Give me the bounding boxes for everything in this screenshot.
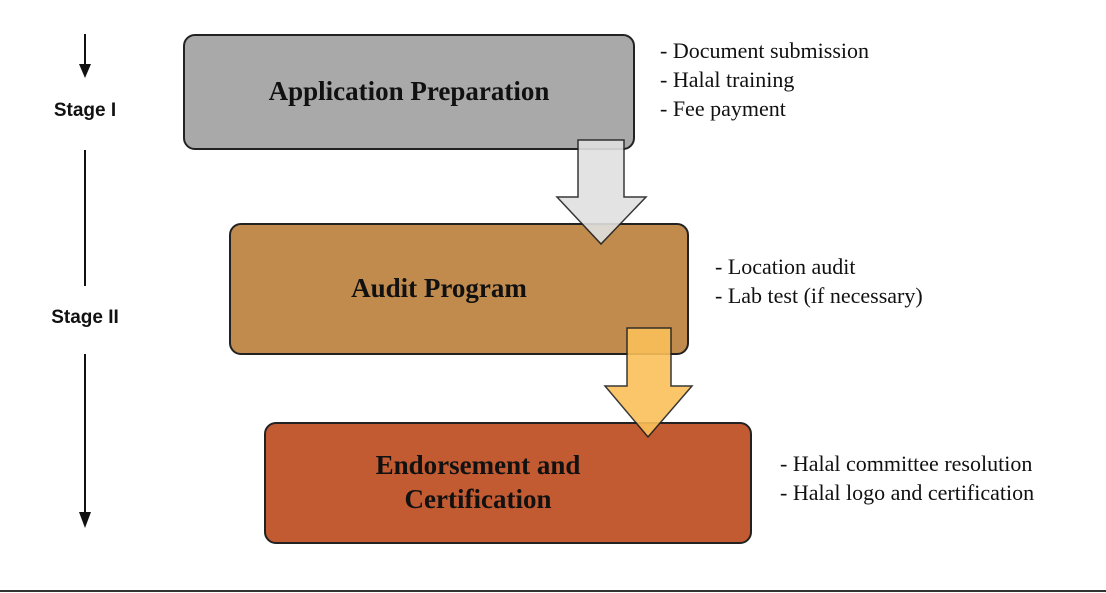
note-fee-payment: - Fee payment bbox=[660, 96, 786, 121]
timeline-arrowhead-top bbox=[79, 64, 91, 78]
bottom-rule bbox=[0, 590, 1106, 592]
note-lab-test: - Lab test (if necessary) bbox=[715, 283, 923, 308]
endorsement-title-line-2: Certification bbox=[404, 484, 552, 514]
stage-1-label: Stage I bbox=[53, 100, 117, 121]
endorsement-certification-box: Endorsement and Certification bbox=[264, 422, 752, 544]
note-halal-logo-certification: - Halal logo and certification bbox=[780, 480, 1035, 505]
audit-program-box: Audit Program bbox=[229, 223, 689, 355]
audit-program-notes: - Location audit - Lab test (if necessar… bbox=[715, 252, 923, 310]
endorsement-title-line-1: Endorsement and bbox=[375, 450, 581, 481]
audit-program-title: Audit Program bbox=[351, 273, 527, 304]
application-preparation-notes: - Document submission - Halal training -… bbox=[660, 36, 869, 123]
endorsement-certification-title: Endorsement and Certification bbox=[376, 449, 581, 517]
note-location-audit: - Location audit bbox=[715, 254, 856, 279]
timeline-arrowhead-bottom bbox=[79, 512, 91, 528]
note-halal-training: - Halal training bbox=[660, 67, 795, 92]
down-arrow-1 bbox=[555, 139, 648, 246]
note-halal-committee-resolution: - Halal committee resolution bbox=[780, 451, 1033, 476]
endorsement-certification-notes: - Halal committee resolution - Halal log… bbox=[780, 449, 1034, 507]
stage-2-label: Stage II bbox=[51, 307, 119, 328]
down-arrow-2 bbox=[603, 327, 694, 439]
application-preparation-box: Application Preparation bbox=[183, 34, 635, 150]
note-document-submission: - Document submission bbox=[660, 38, 869, 63]
application-preparation-title: Application Preparation bbox=[268, 76, 550, 107]
